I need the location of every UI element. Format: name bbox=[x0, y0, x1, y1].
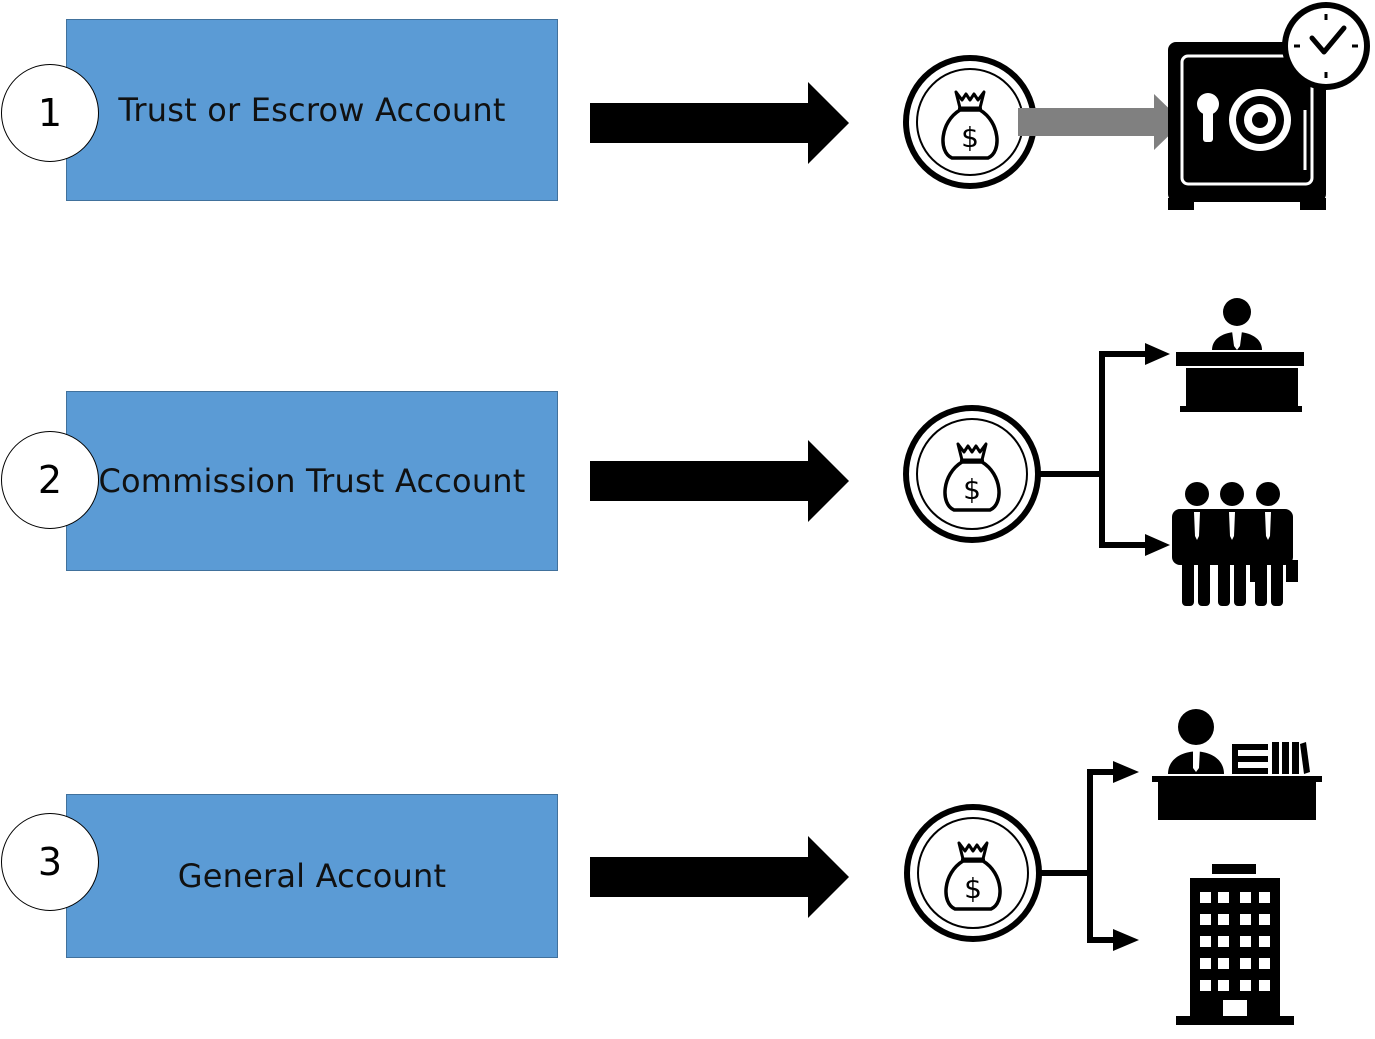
big-arrow-1 bbox=[590, 82, 849, 164]
trust-or-escrow-account-label: Trust or Escrow Account bbox=[118, 91, 506, 129]
arrow-tip-3a bbox=[1113, 761, 1139, 783]
svg-text:$: $ bbox=[964, 872, 982, 905]
agents-group-icon bbox=[1172, 482, 1298, 606]
big-arrow-3 bbox=[590, 836, 849, 918]
money-bag-icon-1: $ bbox=[903, 55, 1037, 189]
step-2-circle: 2 bbox=[1, 431, 99, 529]
svg-text:$: $ bbox=[961, 121, 979, 154]
svg-text:$: $ bbox=[963, 473, 981, 506]
arrow-tip-2b bbox=[1145, 534, 1170, 556]
step-1-number: 1 bbox=[37, 91, 63, 135]
trust-or-escrow-account-box: Trust or Escrow Account bbox=[66, 19, 558, 201]
big-arrow-2 bbox=[590, 440, 849, 522]
clock-icon bbox=[1282, 2, 1370, 90]
step-3-circle: 3 bbox=[1, 813, 99, 911]
split-arrow-3 bbox=[1040, 769, 1115, 943]
commission-trust-account-box: Commission Trust Account bbox=[66, 391, 558, 571]
office-building-icon bbox=[1176, 864, 1294, 1025]
arrow-tip-3b bbox=[1113, 929, 1139, 951]
step-1-circle: 1 bbox=[1, 64, 99, 162]
general-account-box: General Account bbox=[66, 794, 558, 958]
money-bag-icon-3: $ bbox=[904, 804, 1042, 942]
general-account-label: General Account bbox=[177, 857, 447, 895]
step-3-number: 3 bbox=[37, 840, 63, 884]
arrow-tip-2a bbox=[1145, 343, 1170, 365]
broker-at-desk-icon bbox=[1176, 298, 1304, 412]
commission-trust-account-label: Commission Trust Account bbox=[98, 462, 526, 500]
split-arrow-2 bbox=[1038, 351, 1145, 548]
money-bag-icon-2: $ bbox=[903, 405, 1041, 543]
office-worker-icon bbox=[1152, 709, 1322, 820]
gray-arrow bbox=[1018, 94, 1183, 150]
step-2-number: 2 bbox=[37, 458, 63, 502]
safe-icon bbox=[1168, 42, 1326, 210]
